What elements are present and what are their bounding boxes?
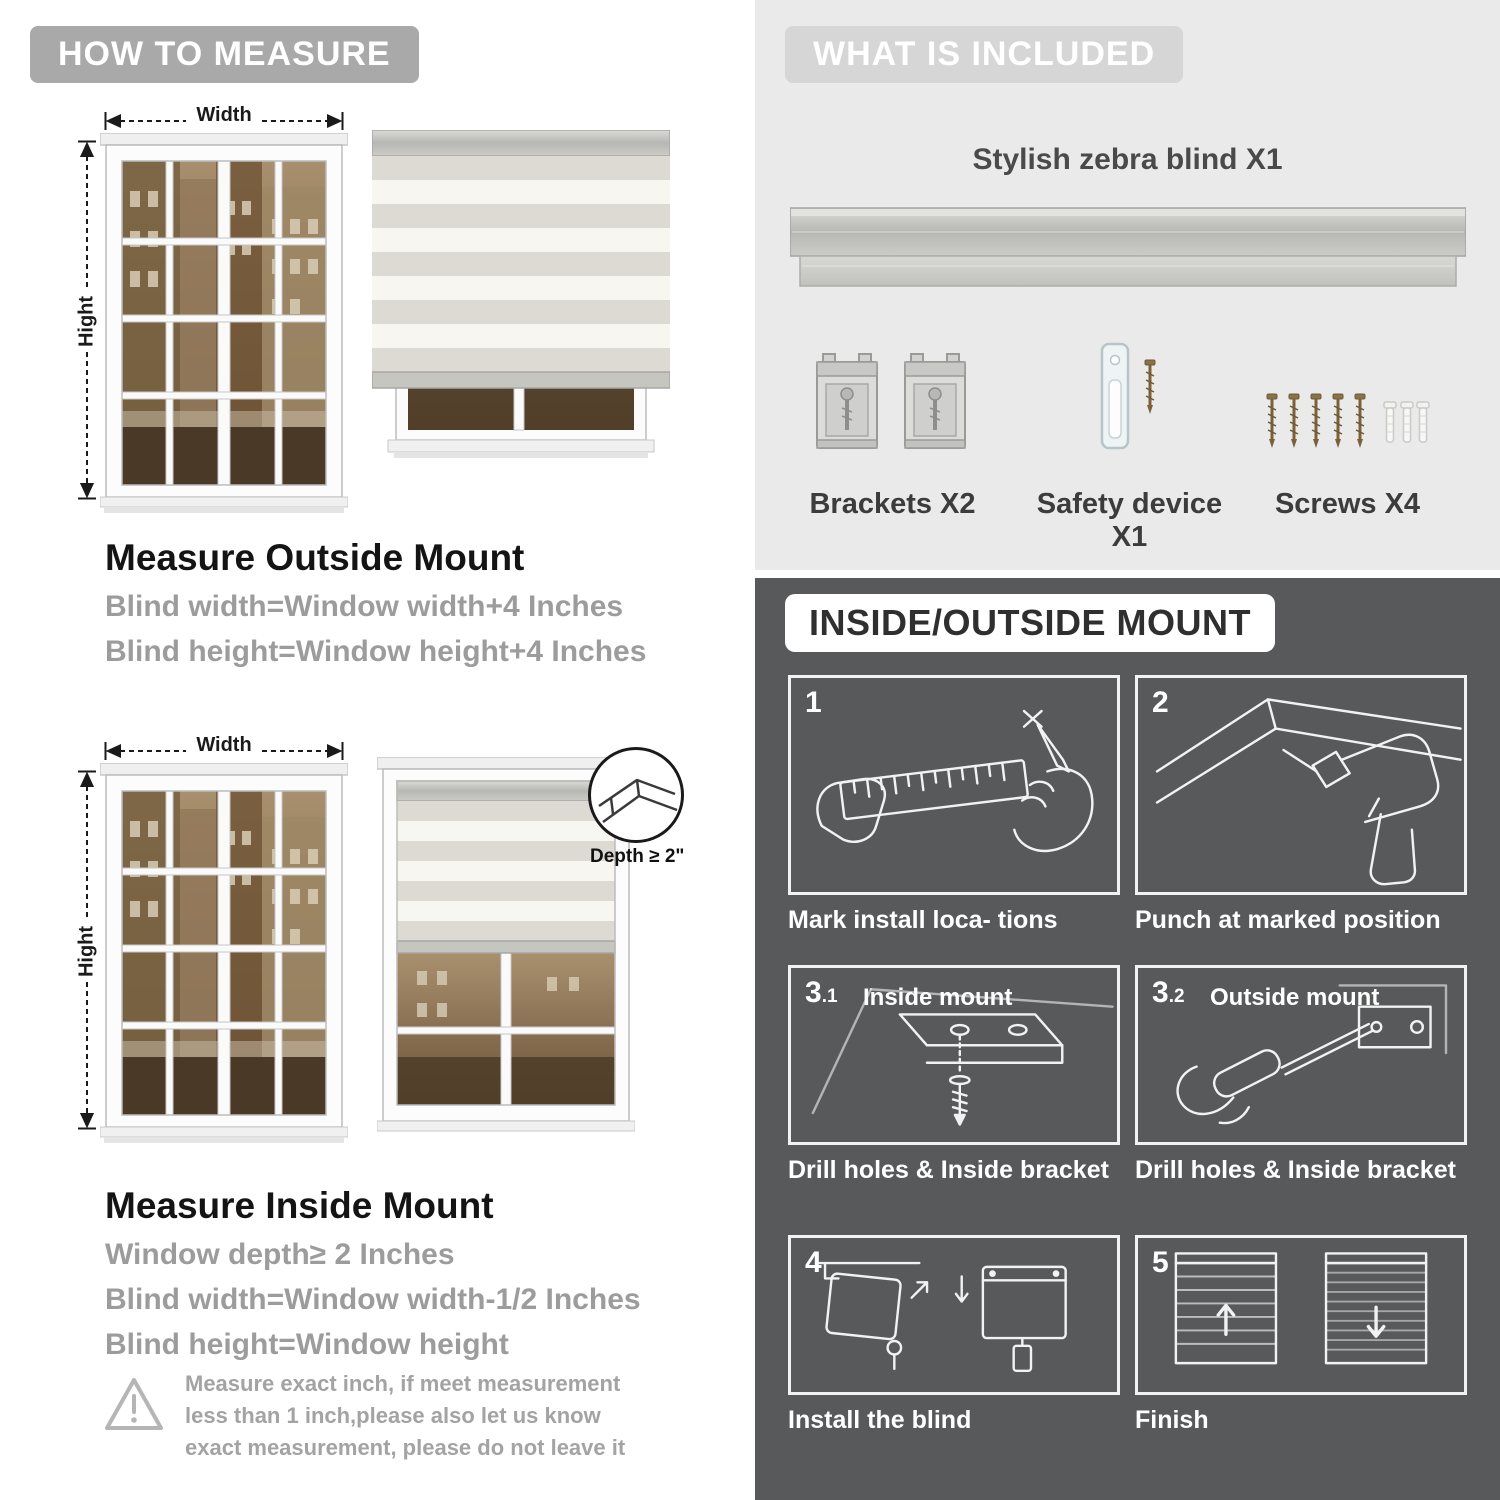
mount-badge: INSIDE/OUTSIDE MOUNT bbox=[785, 594, 1276, 652]
mount-instructions-section: INSIDE/OUTSIDE MOUNT 1 bbox=[755, 578, 1500, 1500]
how-to-measure-header: HOW TO MEASURE bbox=[30, 26, 419, 83]
zebra-blind-illustration-inside bbox=[377, 757, 635, 1132]
brackets-icon bbox=[815, 352, 967, 450]
how-to-measure-badge: HOW TO MEASURE bbox=[30, 26, 419, 83]
step-3-2-number: 3.2 bbox=[1152, 976, 1185, 1009]
width-arrow-2 bbox=[104, 742, 344, 760]
step-5-caption: Finish bbox=[1135, 1406, 1209, 1434]
screws-label: Screws X4 bbox=[1274, 488, 1421, 520]
step-3-1-number: 3.1 bbox=[805, 976, 838, 1009]
depth-callout-label: Depth ≥ 2" bbox=[590, 846, 685, 867]
step-2-number: 2 bbox=[1152, 686, 1169, 719]
step-4-number: 4 bbox=[805, 1246, 822, 1279]
safety-device-icon bbox=[1100, 342, 1157, 450]
step-4-illustration bbox=[818, 1261, 1067, 1373]
step-3-1-illustration bbox=[811, 988, 1114, 1126]
width-dimension-label-2: Width bbox=[196, 734, 252, 756]
warning-icon bbox=[105, 1378, 163, 1430]
step-panel-3-1: 3.1 Inside mount bbox=[788, 965, 1120, 1145]
step-panel-4: 4 bbox=[788, 1235, 1120, 1395]
screws-icon bbox=[1265, 392, 1430, 450]
inside-mount-line-3: Blind height=Window height bbox=[105, 1328, 509, 1361]
outside-mount-line-2: Blind height=Window height+4 Inches bbox=[105, 635, 647, 668]
measure-warning-text: Measure exact inch, if meet measurement … bbox=[185, 1371, 626, 1460]
step-5-number: 5 bbox=[1152, 1246, 1169, 1279]
step-2-illustration bbox=[1155, 698, 1462, 886]
headrail-image bbox=[790, 207, 1466, 287]
outside-mount-line-1: Blind width=Window width+4 Inches bbox=[105, 590, 624, 623]
what-is-included-section: WHAT IS INCLUDED Stylish zebra blind X1 bbox=[755, 0, 1500, 570]
step-1-number: 1 bbox=[805, 686, 822, 719]
window-illustration-outside bbox=[100, 133, 348, 513]
step-1-illustration bbox=[816, 709, 1094, 853]
step-panel-3-2: 3.2 Outside mount bbox=[1135, 965, 1467, 1145]
width-dimension-label: Width bbox=[196, 104, 252, 126]
inside-mount-line-2: Blind width=Window width-1/2 Inches bbox=[105, 1283, 641, 1316]
step-3-2-caption: Drill holes & Inside bracket bbox=[1135, 1156, 1456, 1184]
step-panel-5: 5 bbox=[1135, 1235, 1467, 1395]
step-4-caption: Install the blind bbox=[788, 1406, 972, 1434]
step-panel-2: 2 bbox=[1135, 675, 1467, 895]
what-is-included-badge: WHAT IS INCLUDED bbox=[785, 26, 1184, 83]
height-arrow bbox=[78, 140, 96, 500]
step-3-1-caption: Drill holes & Inside bracket bbox=[788, 1156, 1109, 1184]
depth-callout-circle bbox=[588, 747, 684, 843]
width-arrow bbox=[104, 112, 344, 130]
what-is-included-header: WHAT IS INCLUDED bbox=[785, 26, 1184, 83]
outside-mount-title: Measure Outside Mount bbox=[105, 537, 525, 578]
height-dimension-label: Hight bbox=[75, 295, 98, 348]
step-1-caption: Mark install loca- tions bbox=[788, 906, 1058, 934]
mount-header: INSIDE/OUTSIDE MOUNT bbox=[785, 594, 1276, 652]
step-3-1-sublabel: Inside mount bbox=[863, 984, 1013, 1011]
safety-device-label: Safety device X1 bbox=[1036, 488, 1223, 553]
inside-mount-title: Measure Inside Mount bbox=[105, 1185, 494, 1226]
zebra-blind-count-label: Stylish zebra blind X1 bbox=[972, 143, 1283, 176]
step-3-2-sublabel: Outside mount bbox=[1210, 984, 1380, 1011]
step-3-2-illustration bbox=[1176, 984, 1448, 1125]
height-dimension-label-2: Hight bbox=[75, 925, 98, 978]
step-2-caption: Punch at marked position bbox=[1135, 906, 1441, 934]
height-arrow-2 bbox=[78, 770, 96, 1130]
step-panel-1: 1 bbox=[788, 675, 1120, 895]
brackets-label: Brackets X2 bbox=[809, 488, 976, 520]
zebra-blind-illustration-outside bbox=[372, 130, 670, 458]
inside-mount-line-1: Window depth≥ 2 Inches bbox=[105, 1238, 455, 1271]
step-5-illustration bbox=[1174, 1252, 1428, 1365]
window-illustration-inside bbox=[100, 763, 348, 1143]
